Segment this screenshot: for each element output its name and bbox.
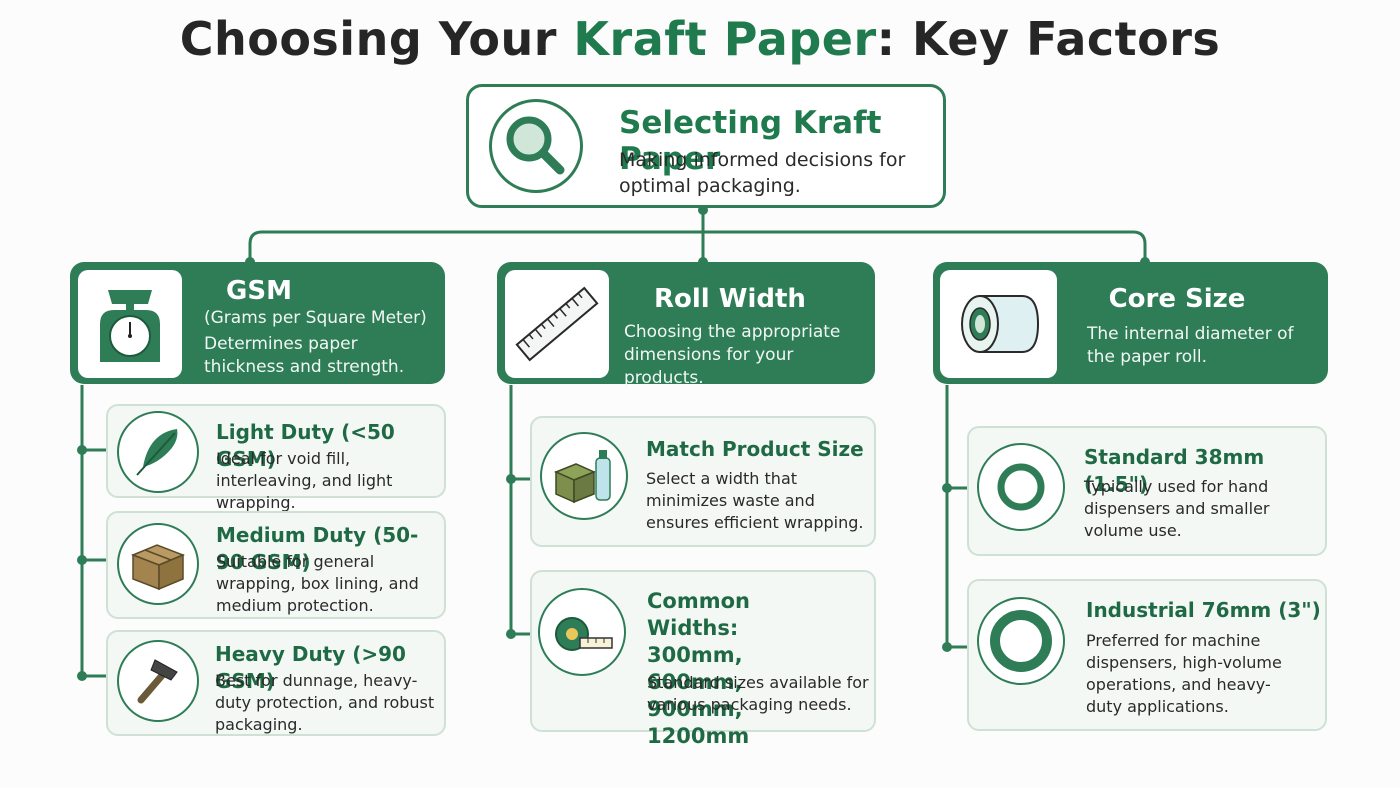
card-title: Light Duty (<50 GSM) <box>216 420 395 471</box>
category-title: Roll Width <box>654 284 806 314</box>
category-gsm: GSM (Grams per Square Meter) Determines … <box>70 262 445 384</box>
ruler-icon <box>505 270 609 378</box>
tape-measure-icon <box>538 588 626 676</box>
hammer-icon <box>117 640 199 722</box>
card-description: Best for dunnage, heavy-duty protection,… <box>215 671 435 734</box>
category-description: Determines paper thickness and strength. <box>204 334 405 377</box>
card-description: Typically used for hand dispensers and s… <box>1084 477 1270 540</box>
box-and-bottle-icon <box>540 432 628 520</box>
gsm-card-light-duty: Light Duty (<50 GSM) Ideal for void fill… <box>106 404 446 512</box>
title-prefix: Choosing Your <box>179 12 574 66</box>
core-size-card-standard: Standard 38mm (1.5") Typically used for … <box>967 426 1327 556</box>
gsm-card-medium-duty: Medium Duty (50-90 GSM) Suitable for gen… <box>106 511 446 619</box>
root-description: Making informed decisions for optimal pa… <box>619 149 906 197</box>
category-core-size: Core Size The internal diameter of the p… <box>933 262 1328 384</box>
category-description: The internal diameter of the paper roll. <box>1087 324 1294 367</box>
card-title: Match Product Size <box>646 437 864 461</box>
category-subtitle: (Grams per Square Meter) <box>204 308 427 328</box>
card-title: Standard 38mm (1.5") <box>1084 445 1265 496</box>
roll-width-card-common-widths: Common Widths: 300mm, 600mm, 900mm, 1200… <box>530 570 876 748</box>
card-description: Suitable for general wrapping, box linin… <box>216 552 419 615</box>
card-title: Common Widths: 300mm, 600mm, 900mm, 1200… <box>647 589 750 748</box>
page-title: Choosing Your Kraft Paper: Key Factors <box>0 12 1400 66</box>
feather-icon <box>117 411 199 493</box>
card-title: Heavy Duty (>90 GSM) <box>215 642 406 693</box>
title-accent: Kraft Paper <box>573 12 877 66</box>
category-roll-width: Roll Width Choosing the appropriate dime… <box>497 262 875 388</box>
gsm-card-heavy-duty: Heavy Duty (>90 GSM) Best for dunnage, h… <box>106 630 446 736</box>
category-description: Choosing the appropriate dimensions for … <box>624 322 841 388</box>
small-ring-icon <box>977 443 1065 531</box>
card-title: Medium Duty (50-90 GSM) <box>216 523 419 574</box>
roll-width-card-match-product: Match Product Size Select a width that m… <box>530 416 876 547</box>
root-title: Selecting Kraft Paper <box>619 105 882 177</box>
large-ring-icon <box>977 597 1065 685</box>
root-node: Selecting Kraft Paper Making informed de… <box>466 84 946 208</box>
box-icon <box>117 523 199 605</box>
card-description: Preferred for machine dispensers, high-v… <box>1086 631 1282 716</box>
category-title: GSM <box>226 276 292 306</box>
weighing-scale-icon <box>78 270 182 378</box>
card-description: Select a width that minimizes waste and … <box>646 469 864 532</box>
core-size-card-industrial: Industrial 76mm (3") Preferred for machi… <box>967 579 1327 731</box>
card-title: Industrial 76mm (3") <box>1086 598 1321 622</box>
card-description: Ideal for void fill, interleaving, and l… <box>216 449 393 512</box>
paper-roll-icon <box>940 270 1057 378</box>
title-suffix: : Key Factors <box>876 12 1221 66</box>
magnifying-glass-icon <box>489 99 583 193</box>
card-description: Standard sizes available for various pac… <box>647 673 869 714</box>
category-title: Core Size <box>1108 284 1246 314</box>
